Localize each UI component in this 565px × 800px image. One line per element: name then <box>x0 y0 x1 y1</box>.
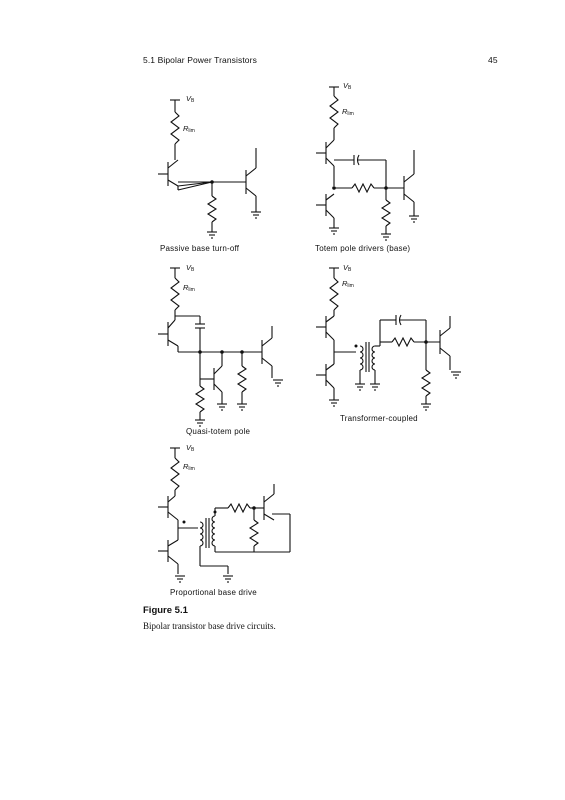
vb-symbol: V <box>343 263 349 272</box>
circuit-passive-base-turn-off <box>158 99 262 239</box>
rlim-subscript: lim <box>347 111 354 117</box>
caption-quasi-totem-pole: Quasi-totem pole <box>186 427 251 436</box>
circuit-totem-pole-drivers <box>316 86 420 241</box>
vb-subscript: B <box>348 85 352 91</box>
rlim-symbol: R <box>183 462 189 471</box>
vb-subscript: B <box>191 267 195 273</box>
vb-label: VB <box>343 263 351 273</box>
vb-symbol: V <box>186 94 192 103</box>
rlim-symbol: R <box>183 124 189 133</box>
rlim-subscript: lim <box>188 466 195 472</box>
vb-label: VB <box>186 443 194 453</box>
rlim-label: Rlim <box>342 107 354 117</box>
vb-subscript: B <box>191 447 195 453</box>
caption-transformer-coupled: Transformer-coupled <box>340 414 418 423</box>
vb-label: VB <box>186 263 194 273</box>
figure-caption: Bipolar transistor base drive circuits. <box>143 621 276 631</box>
vb-symbol: V <box>186 263 192 272</box>
circuit-quasi-totem-pole <box>158 267 284 427</box>
circuit-proportional-base-drive <box>158 447 291 583</box>
caption-totem-pole-drivers: Totem pole drivers (base) <box>315 244 411 253</box>
page-number: 45 <box>488 55 498 65</box>
rlim-subscript: lim <box>188 287 195 293</box>
vb-symbol: V <box>343 81 349 90</box>
caption-passive-base-turn-off: Passive base turn-off <box>160 244 240 253</box>
rlim-symbol: R <box>342 107 348 116</box>
section-title: 5.1 Bipolar Power Transistors <box>143 55 257 65</box>
rlim-symbol: R <box>183 283 189 292</box>
rlim-label: Rlim <box>183 283 195 293</box>
figure-label: Figure 5.1 <box>143 605 188 616</box>
rlim-label: Rlim <box>183 462 195 472</box>
rlim-subscript: lim <box>347 283 354 289</box>
vb-symbol: V <box>186 443 192 452</box>
rlim-subscript: lim <box>188 128 195 134</box>
vb-subscript: B <box>191 98 195 104</box>
vb-label: VB <box>186 94 194 104</box>
circuit-transformer-coupled <box>316 267 462 411</box>
rlim-label: Rlim <box>183 124 195 134</box>
caption-proportional-base-drive: Proportional base drive <box>170 588 257 597</box>
rlim-symbol: R <box>342 279 348 288</box>
rlim-label: Rlim <box>342 279 354 289</box>
vb-subscript: B <box>348 267 352 273</box>
vb-label: VB <box>343 81 351 91</box>
